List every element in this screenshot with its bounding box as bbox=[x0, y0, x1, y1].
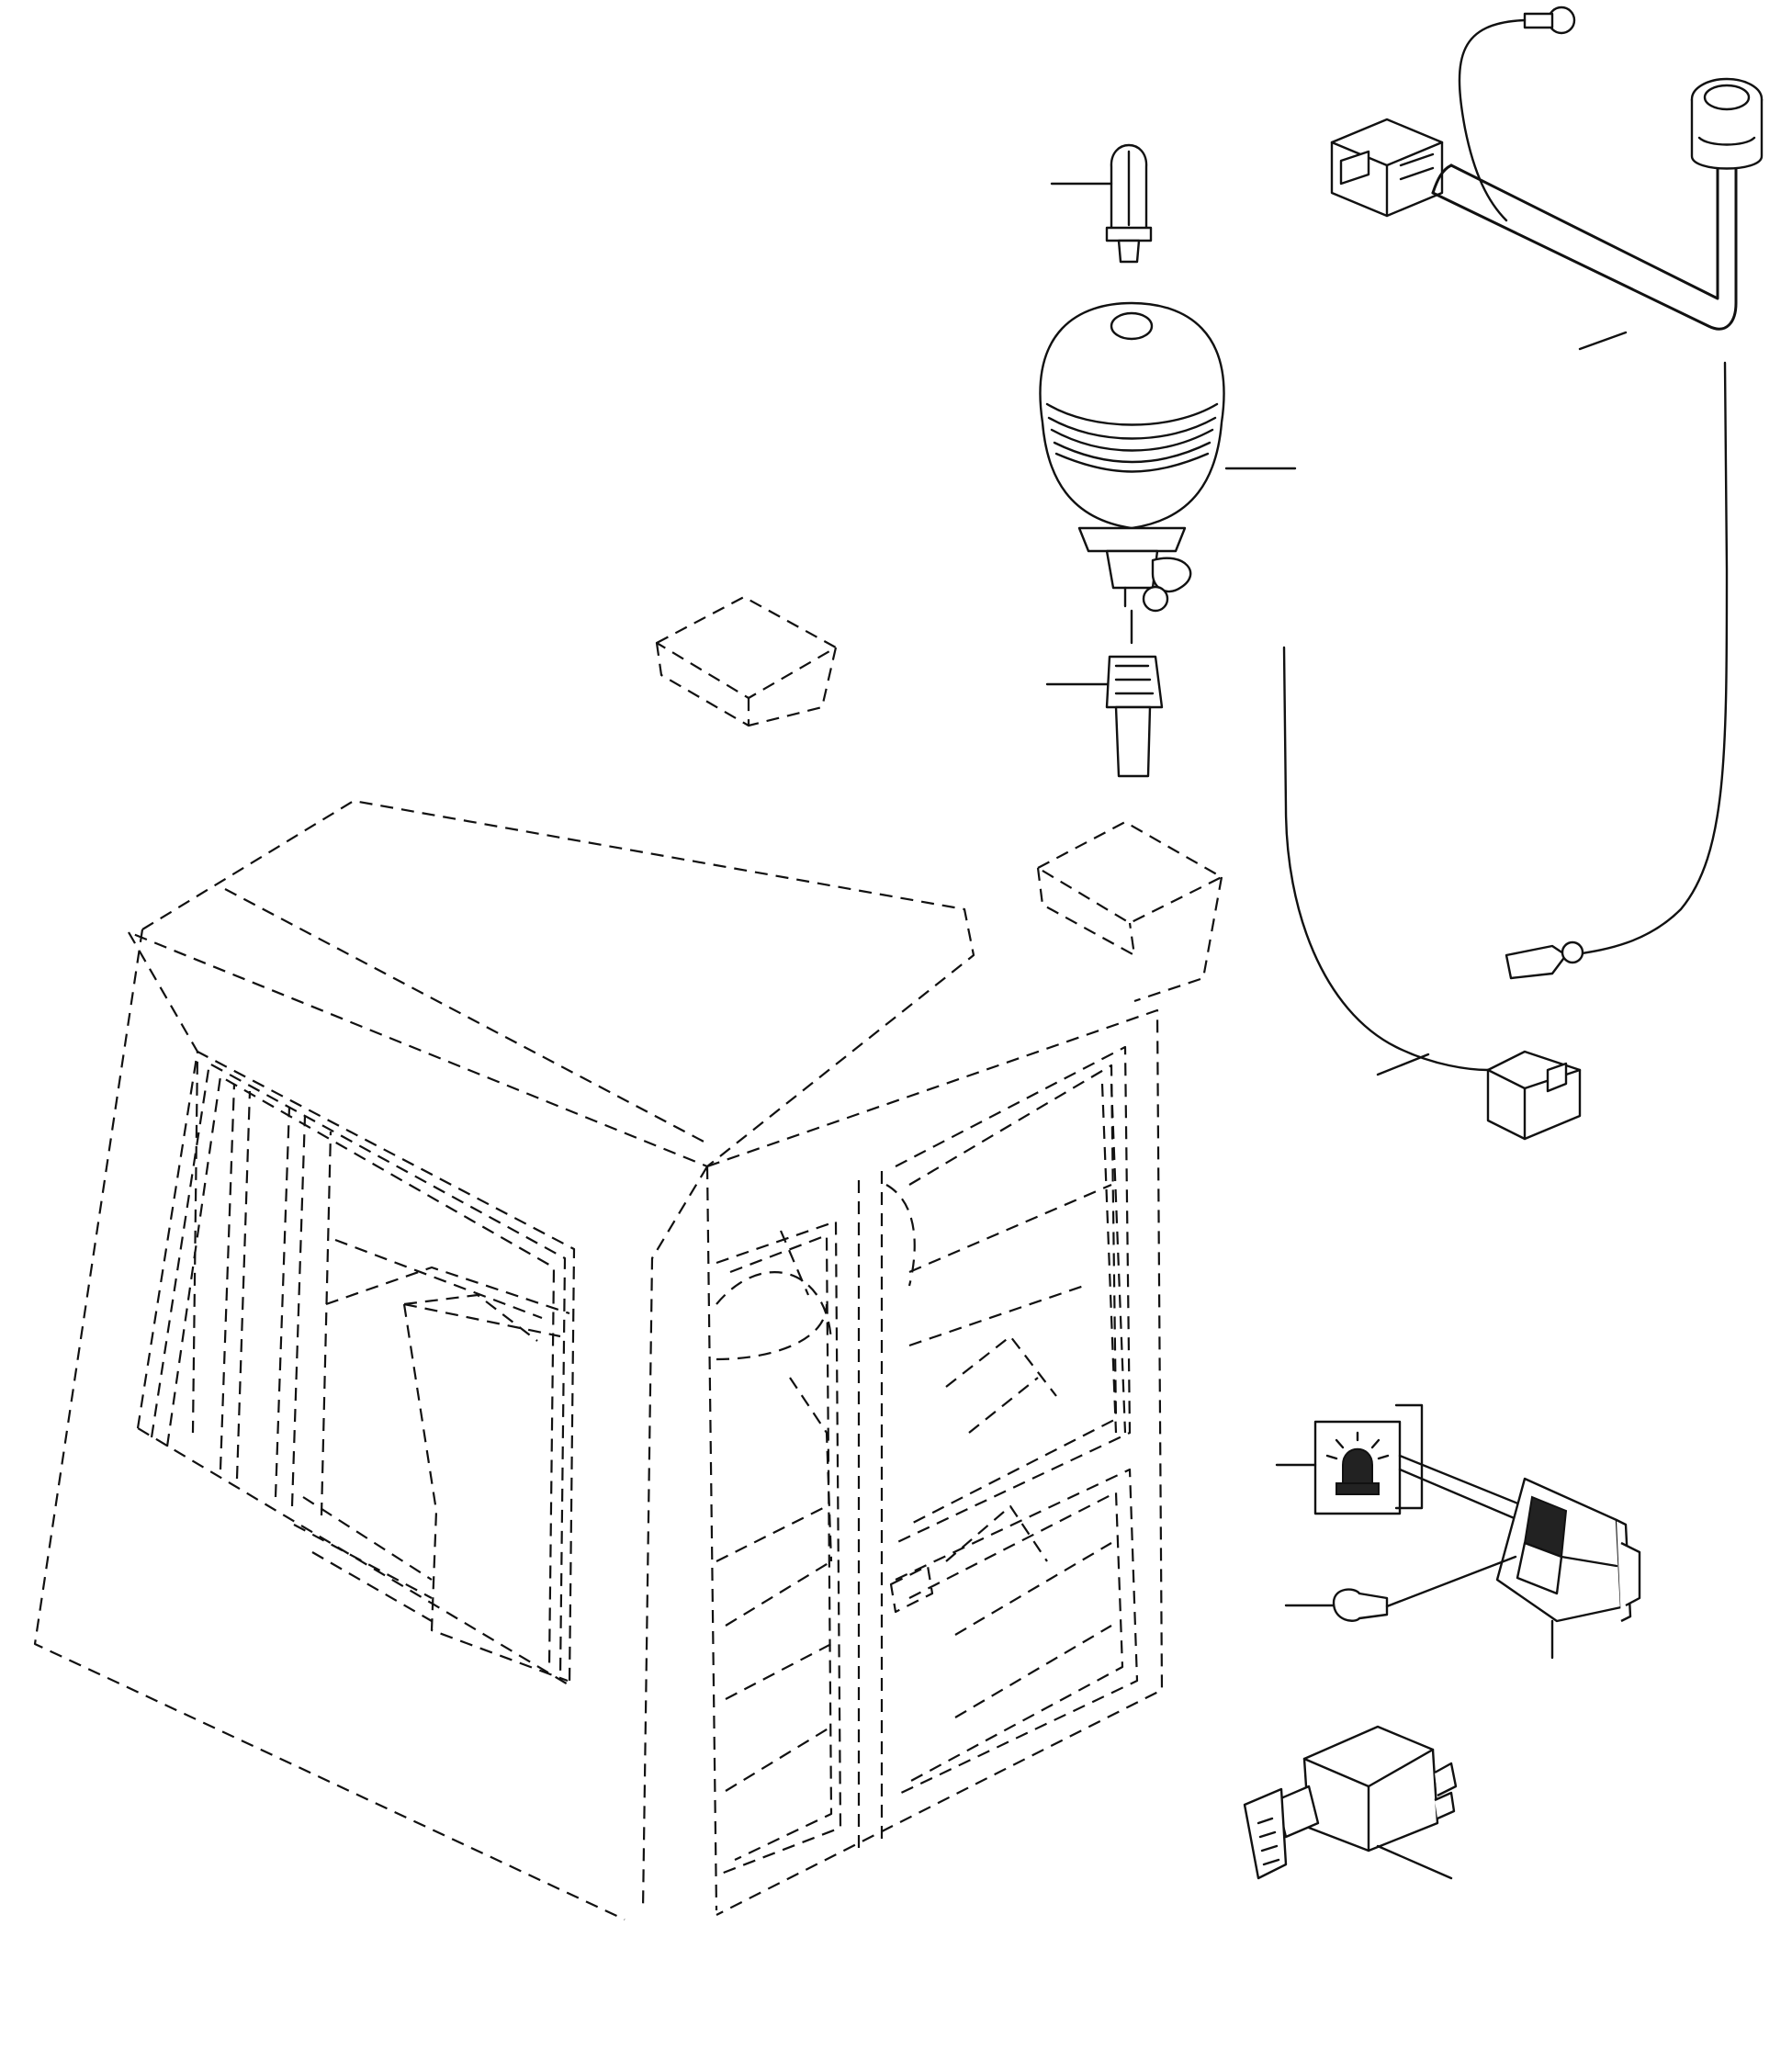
bulb-part bbox=[1105, 143, 1153, 264]
rocker-switch-part bbox=[1495, 1477, 1641, 1623]
harness-lead-callout-line bbox=[1376, 1053, 1430, 1076]
relay-part bbox=[1243, 1725, 1458, 1880]
relay-callout-line bbox=[1376, 1844, 1453, 1880]
switch-bulb-part bbox=[1332, 1555, 1517, 1622]
harness-part bbox=[1330, 6, 1764, 980]
symbol-lens-part bbox=[1313, 1403, 1531, 1526]
cab-outline bbox=[33, 595, 1223, 1920]
harness-callout-line bbox=[1578, 331, 1628, 351]
mount-part bbox=[1105, 655, 1164, 778]
beacon-part bbox=[1039, 301, 1225, 613]
harness-lead-part bbox=[1282, 646, 1582, 1141]
